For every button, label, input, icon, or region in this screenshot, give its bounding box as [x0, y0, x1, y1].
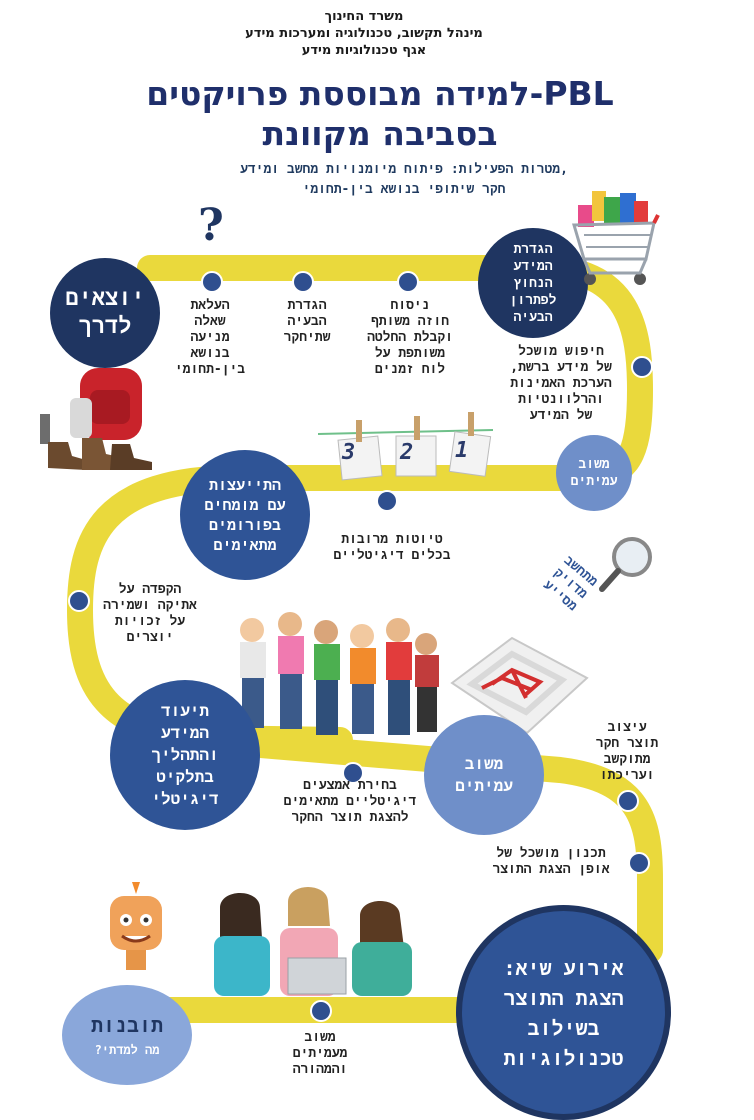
step-copyright: הקפדה על אתיקה ושמירה על זכויות יוצרים — [103, 582, 197, 645]
step-plan-presentation: תכנון מושכל של אופן הצגת התוצר — [492, 846, 610, 877]
header-line-2: מינהל תקשוב, טכנולוגיה ומערכות מידע — [245, 26, 483, 41]
insights-circle: תובנות מה למדתי? — [62, 985, 192, 1085]
peer-feedback-circle-1: משוב עמיתים — [556, 435, 632, 511]
goals-line-2: חקר שיתופי בנושא בין-תחומי — [302, 182, 506, 197]
step-dot-search-info — [631, 356, 653, 378]
step-dot-plan-presentation — [628, 852, 650, 874]
define-info-circle: הגדרת המידע הנחוץ לפתרון הבעיה — [478, 228, 588, 338]
step-dot-feedback-teacher — [310, 1000, 332, 1022]
clothes-number-2: 2 — [400, 440, 414, 465]
activity-goals: מטרות הפעילות: פיתוח מיומנויות מחשב ומיד… — [84, 160, 724, 200]
step-drafts: טיוטות מרובות בכלים דיגיטליים — [333, 532, 451, 563]
step-choose-tools: בחירת אמצעים דיגיטליים מתאימים להצגת תוצ… — [283, 778, 417, 825]
insights-title: תובנות — [91, 1012, 164, 1037]
step-search-info: חיפוש מושכל של מידע ברשת, הערכת האמינות … — [510, 344, 612, 423]
teens-group-image — [240, 612, 439, 735]
clothes-number-1: 1 — [455, 438, 469, 463]
step-dot-define-problem — [292, 271, 314, 293]
backpack-boots-image — [40, 368, 152, 470]
step-dot-copyright — [68, 590, 90, 612]
insights-subtitle: מה למדתי? — [94, 1042, 160, 1057]
goals-line-1: מטרות הפעילות: פיתוח מיומנויות מחשב ומיד… — [240, 162, 568, 177]
step-raise-question: העלאת שאלה מניעה בנושא בין-תחומי — [174, 298, 246, 377]
step-dot-design-product — [617, 790, 639, 812]
maze-image — [450, 636, 589, 735]
page-subtitle: בסביבה מקוונת — [262, 114, 498, 153]
thinking-head-image — [110, 882, 162, 970]
students-laptop-image — [214, 887, 412, 996]
shopping-cart-icon — [572, 191, 660, 285]
step-design-product: עיצוב תוצר חקר מתוקשב ועריכתו — [595, 720, 659, 783]
experts-circle: התייעצות עם מומחים בפורומים מתאימים — [180, 450, 310, 580]
step-contract: ניסוח חוזה משותף וקבלת החלטה משותפת על ל… — [367, 298, 453, 377]
step-dot-contract — [397, 271, 419, 293]
clothesline-image — [318, 412, 493, 481]
step-dot-raise-question — [201, 271, 223, 293]
start-circle: יוצאים לדרך — [50, 258, 160, 368]
magnifier-icon — [599, 537, 652, 592]
documentation-circle: תיעוד המידע והתהליך בתלקיט דיגיטלי — [110, 680, 260, 830]
header-line-3: אגף טכנולוגיות מידע — [301, 43, 427, 58]
peak-event-circle: אירוע שיא: הצגת התוצר בשילוב טכנולוגיות — [456, 905, 671, 1120]
clothes-number-3: 3 — [342, 440, 356, 465]
peer-feedback-circle-2: משוב עמיתים — [424, 715, 544, 835]
question-mark-icon: ? — [198, 200, 224, 251]
step-dot-choose-tools — [342, 762, 364, 784]
page-title: למידה מבוססת פרויקטים-PBL — [146, 74, 614, 113]
step-dot-drafts — [376, 490, 398, 512]
step-define-problem: הגדרת הבעיה שתיחקר — [283, 298, 331, 345]
header-line-1: משרד החינוך — [324, 9, 404, 24]
step-feedback-teacher: משוב מעמיתים והמהורה — [292, 1030, 348, 1077]
ministry-header: משרד החינוך מינהל תקשוב, טכנולוגיה ומערכ… — [184, 8, 544, 59]
